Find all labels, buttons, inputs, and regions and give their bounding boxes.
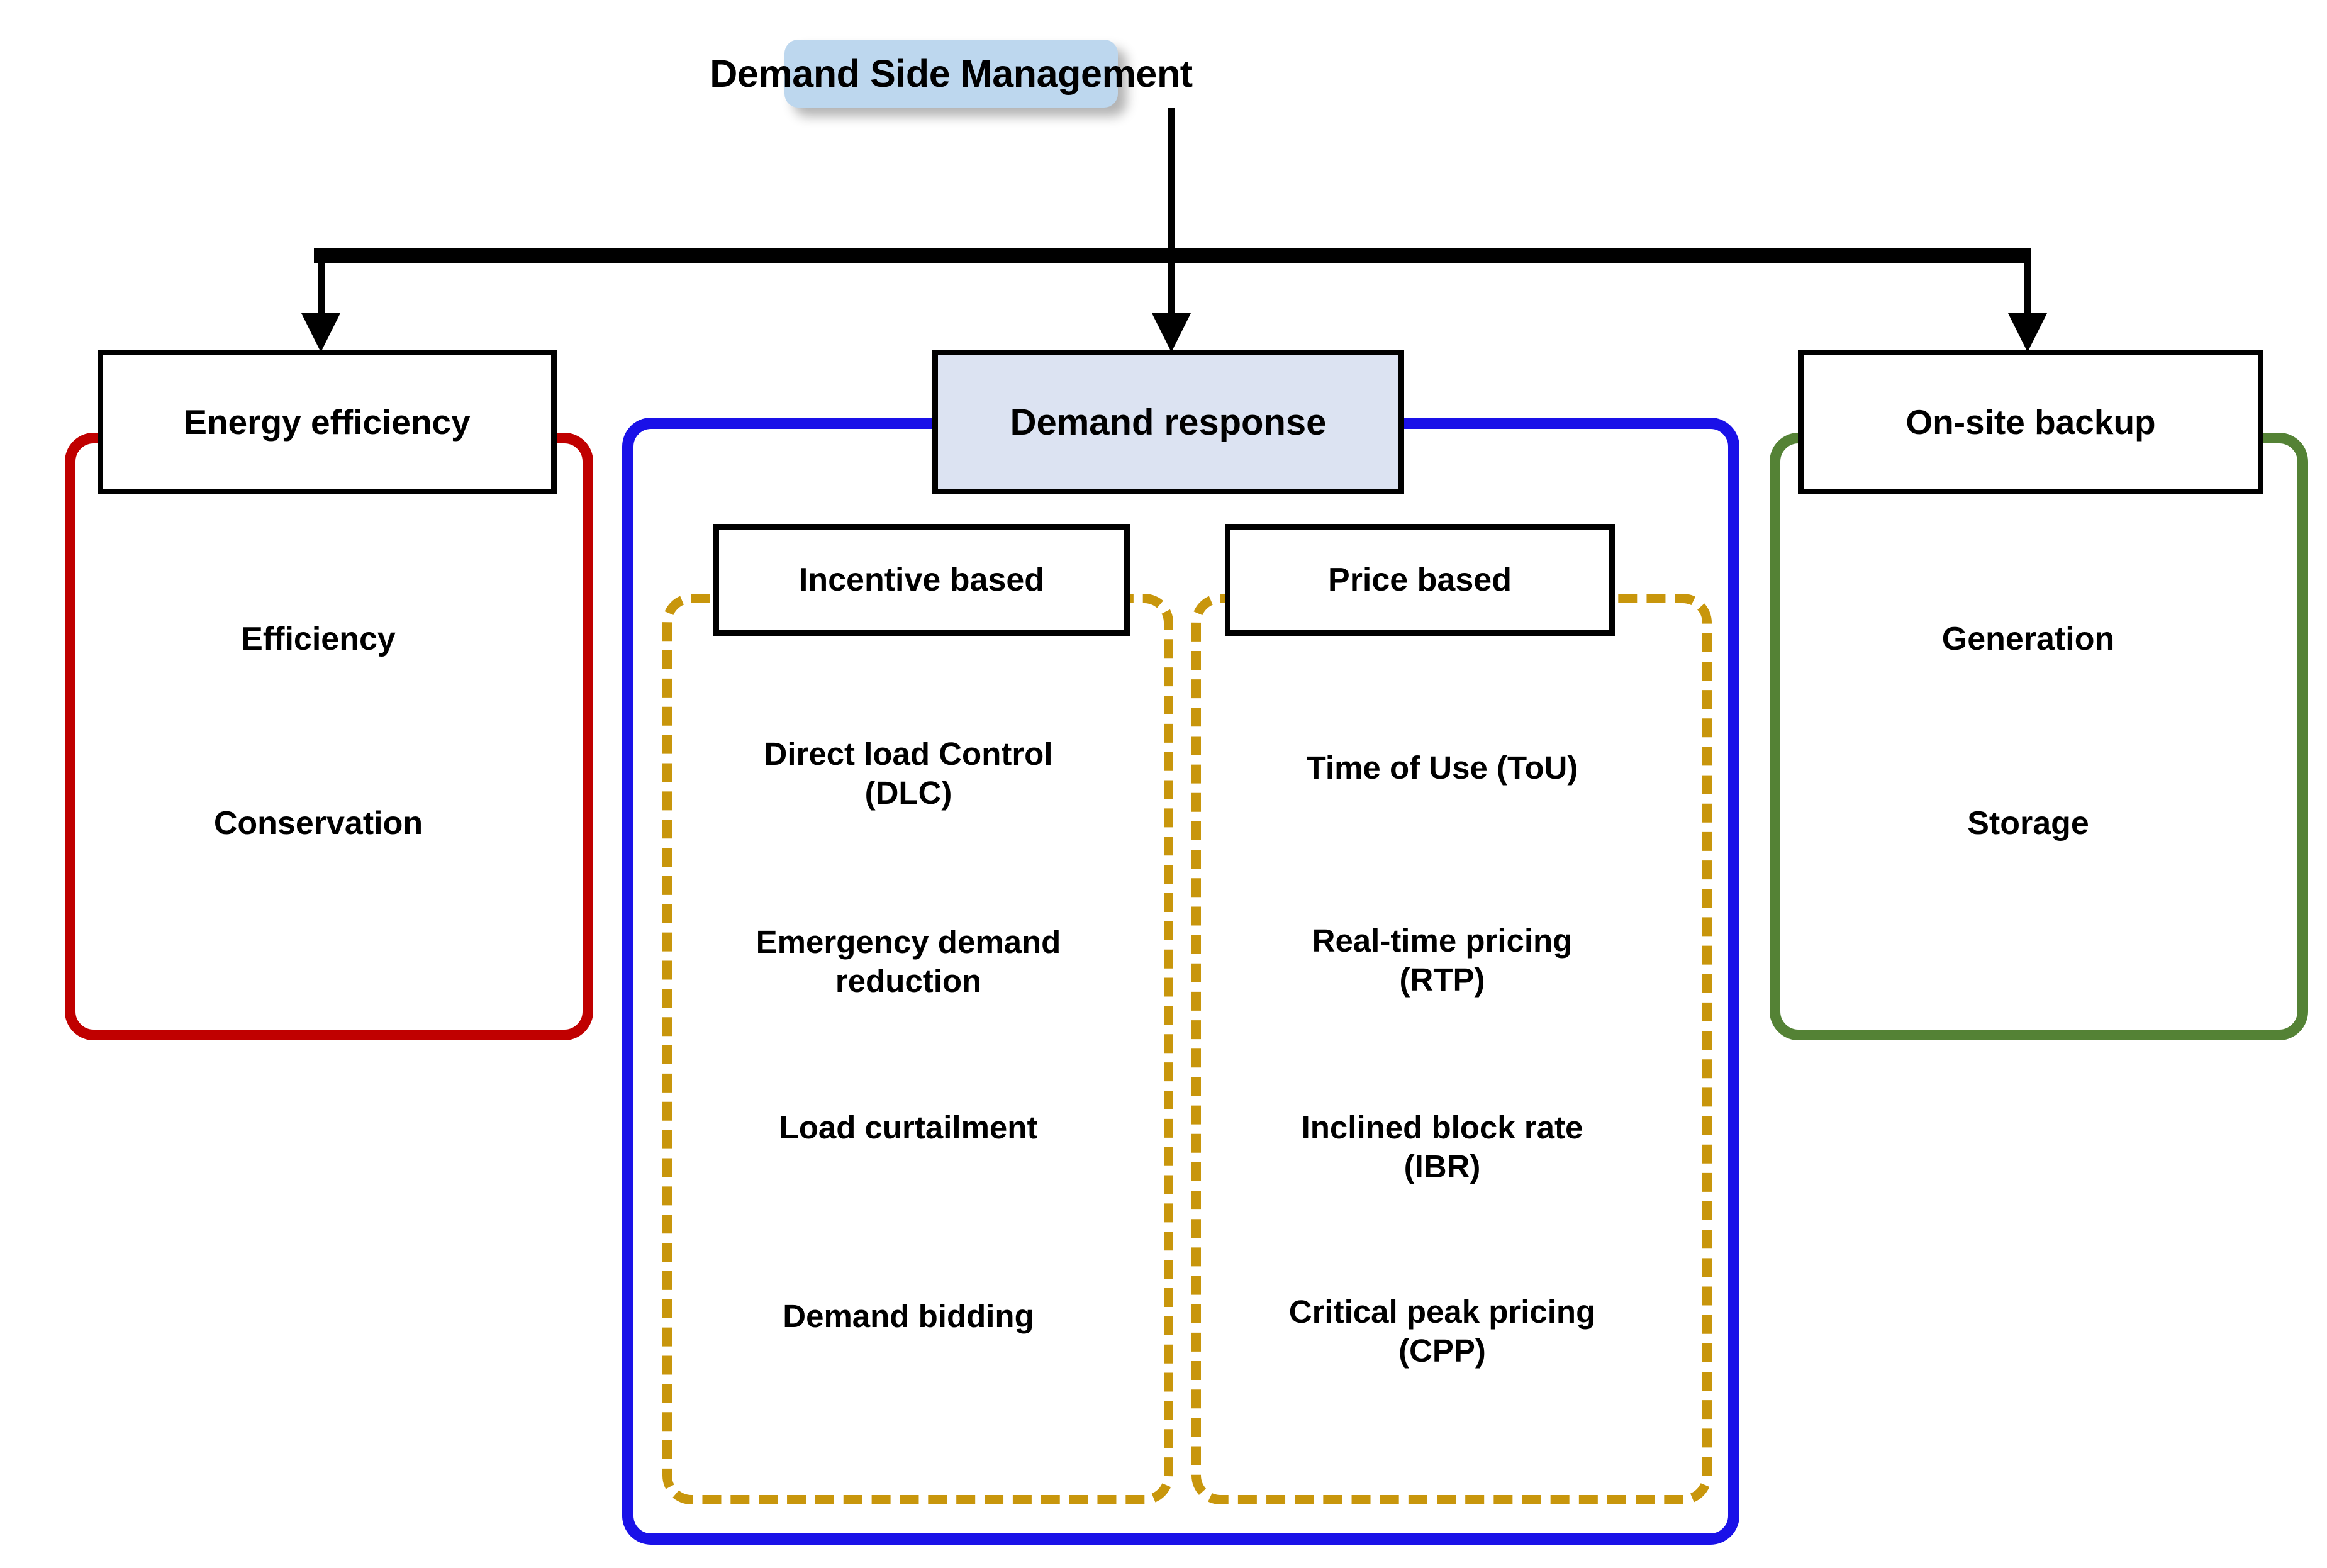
group-container-on-site-backup bbox=[1770, 433, 2308, 1040]
arrowhead-energy-efficiency-icon bbox=[301, 313, 340, 352]
leaf-conservation: Conservation bbox=[213, 805, 423, 842]
root-node-label: Demand Side Management bbox=[710, 52, 1193, 95]
connector-drop-on-site-backup bbox=[2024, 263, 2031, 326]
leaf-load-curtailment: Load curtailment bbox=[779, 1109, 1038, 1145]
leaf-direct-load-control: Direct load Control (DLC) bbox=[662, 735, 1154, 813]
leaf-direct-load-control-line1: Direct load Control bbox=[764, 736, 1053, 772]
node-on-site-backup-label: On-site backup bbox=[1906, 403, 2156, 442]
leaf-inclined-block-rate: Inclined block rate (IBR) bbox=[1191, 1108, 1693, 1186]
leaf-critical-peak-pricing-line1: Critical peak pricing bbox=[1288, 1294, 1596, 1330]
node-demand-response[interactable]: Demand response bbox=[932, 350, 1404, 494]
root-node-demand-side-management[interactable]: Demand Side Management bbox=[710, 40, 1193, 108]
leaf-storage: Storage bbox=[1967, 805, 2089, 842]
leaf-emergency-demand-reduction-line1: Emergency demand bbox=[756, 924, 1061, 960]
leaf-generation: Generation bbox=[1941, 621, 2115, 657]
leaf-critical-peak-pricing: Critical peak pricing (CPP) bbox=[1191, 1293, 1693, 1371]
node-on-site-backup[interactable]: On-site backup bbox=[1798, 350, 2263, 494]
leaf-demand-bidding: Demand bidding bbox=[783, 1298, 1034, 1334]
leaf-real-time-pricing-line2: (RTP) bbox=[1399, 962, 1485, 998]
node-demand-response-label: Demand response bbox=[1010, 401, 1327, 443]
group-container-energy-efficiency bbox=[65, 433, 593, 1040]
node-price-based[interactable]: Price based bbox=[1225, 524, 1615, 636]
leaf-real-time-pricing: Real-time pricing (RTP) bbox=[1191, 921, 1693, 999]
leaf-efficiency: Efficiency bbox=[241, 621, 396, 657]
connector-drop-energy-efficiency bbox=[318, 263, 325, 326]
leaf-direct-load-control-line2: (DLC) bbox=[864, 775, 952, 811]
arrowhead-on-site-backup-icon bbox=[2008, 313, 2047, 352]
connector-root-stem bbox=[1168, 108, 1175, 255]
connector-horizontal-bar bbox=[314, 248, 2031, 263]
leaf-inclined-block-rate-line1: Inclined block rate bbox=[1301, 1109, 1583, 1145]
node-energy-efficiency-label: Energy efficiency bbox=[184, 403, 471, 442]
leaf-time-of-use: Time of Use (ToU) bbox=[1306, 750, 1578, 786]
arrowhead-demand-response-icon bbox=[1152, 313, 1191, 352]
node-price-based-label: Price based bbox=[1328, 562, 1512, 598]
node-incentive-based[interactable]: Incentive based bbox=[713, 524, 1130, 636]
leaf-inclined-block-rate-line2: (IBR) bbox=[1403, 1148, 1481, 1185]
group-container-incentive-based bbox=[662, 594, 1173, 1504]
connector-drop-demand-response bbox=[1168, 263, 1175, 326]
node-energy-efficiency[interactable]: Energy efficiency bbox=[98, 350, 557, 494]
leaf-emergency-demand-reduction-line2: reduction bbox=[835, 963, 982, 999]
leaf-emergency-demand-reduction: Emergency demand reduction bbox=[662, 923, 1154, 1001]
leaf-real-time-pricing-line1: Real-time pricing bbox=[1312, 923, 1573, 959]
leaf-critical-peak-pricing-line2: (CPP) bbox=[1398, 1333, 1486, 1369]
node-incentive-based-label: Incentive based bbox=[798, 562, 1045, 598]
